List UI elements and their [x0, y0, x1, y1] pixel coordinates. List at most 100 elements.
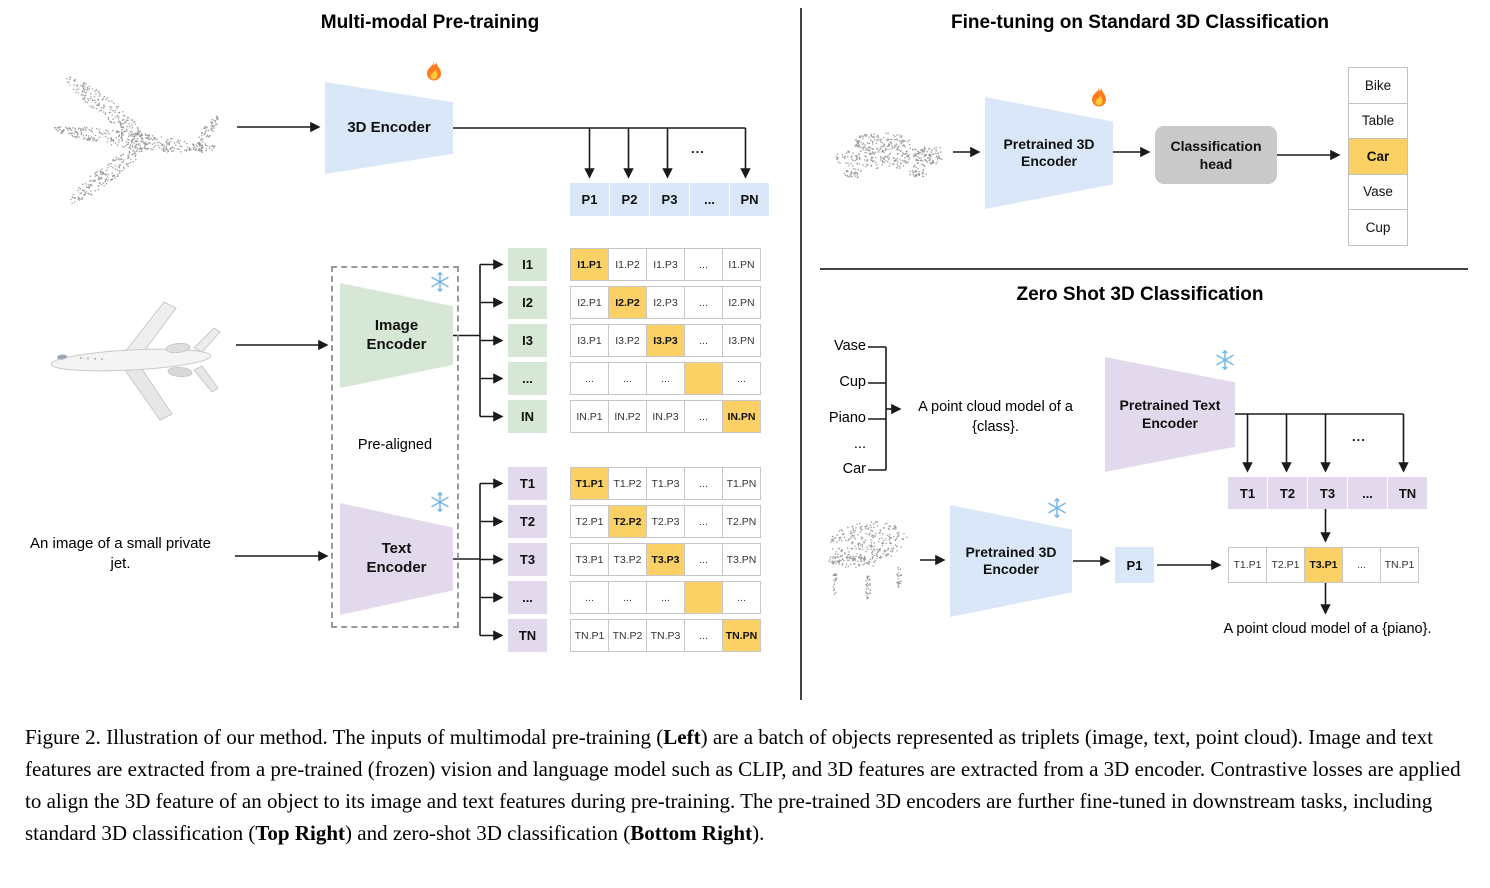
matrix-cell: ...	[684, 505, 723, 538]
matrix-row: I1.P1 I1.P2 I1.P3 ... I1.PN	[570, 248, 761, 281]
matrix-cell: I2.PN	[722, 286, 761, 319]
text-input: An image of a small private jet.	[30, 535, 211, 573]
i-feature-cell: I1	[508, 248, 547, 281]
p-feature-cell: P2	[610, 183, 649, 216]
matrix-cell: T1.PN	[722, 467, 761, 500]
car-point-cloud	[835, 132, 943, 179]
matrix-cell: IN.P2	[608, 400, 647, 433]
matrix-cell: I2.P3	[646, 286, 685, 319]
t-feature-cell: T3	[508, 543, 547, 576]
matrix-cell: I3.P1	[570, 324, 609, 357]
vertical-divider	[800, 8, 802, 700]
matrix-cell: ...	[684, 286, 723, 319]
matrix-cell: ...	[722, 362, 761, 395]
i-feature-column: I1 I2 I3 ... IN	[508, 248, 547, 433]
jet-image	[50, 301, 221, 421]
matrix-row: ... ... ... ...	[570, 581, 761, 614]
matrix-cell: I2.P1	[570, 286, 609, 319]
p-feature-row: P1 P2 P3 ... PN	[570, 183, 769, 216]
matrix-cell: TN.P3	[646, 619, 685, 652]
t-feature-cell: T1	[508, 467, 547, 500]
matrix-cell: I3.P2	[608, 324, 647, 357]
matrix-cell-highlighted: T3.P1	[1304, 547, 1343, 583]
pretrained-3d-encoder-zeroshot: Pretrained 3D Encoder	[950, 505, 1072, 617]
i-feature-cell: I3	[508, 324, 547, 357]
matrix-row: TN.P1 TN.P2 TN.P3 ... TN.PN	[570, 619, 761, 652]
classification-head: Classification head	[1155, 126, 1277, 184]
t-feature-cell: TN	[508, 619, 547, 652]
matrix-cell: ...	[646, 362, 685, 395]
matrix-cell: T3.PN	[722, 543, 761, 576]
class-word: Cup	[839, 374, 866, 390]
t-feature-cell: T2	[508, 505, 547, 538]
matrix-cell: ...	[684, 400, 723, 433]
matrix-row: T3.P1 T3.P2 T3.P3 ... T3.PN	[570, 543, 761, 576]
pretrained-3d-encoder-finetune: Pretrained 3D Encoder	[985, 97, 1113, 209]
matrix-cell: I1.P3	[646, 248, 685, 281]
zero-shot-result-text: A point cloud model of a {piano}.	[1223, 621, 1432, 637]
matrix-cell: IN.P1	[570, 400, 609, 433]
matrix-cell: ...	[1342, 547, 1381, 583]
matrix-cell: T1.P1	[1228, 547, 1267, 583]
matrix-cell: T2.P1	[1266, 547, 1305, 583]
image-pointcloud-matrix: I1.P1 I1.P2 I1.P3 ... I1.PN I2.P1 I2.P2 …	[570, 248, 761, 433]
class-item: Bike	[1348, 67, 1408, 104]
t-row: T1 T2 T3 ... TN	[1228, 477, 1427, 509]
matrix-cell: TN.P1	[1380, 547, 1419, 583]
image-encoder-label: Image Encoder	[366, 316, 427, 353]
fire-icon	[420, 56, 448, 84]
class-word: Car	[842, 461, 866, 477]
p1-feature-box: P1	[1115, 547, 1154, 583]
p-feature-cell: P3	[650, 183, 689, 216]
caption-text: ).	[752, 820, 765, 845]
p-feature-cell: ...	[690, 183, 729, 216]
p-output-ellipsis: ...	[691, 141, 705, 156]
pretrained-3d-encoder-label: Pretrained 3D Encoder	[1003, 135, 1095, 170]
matrix-cell: TN.P1	[570, 619, 609, 652]
matrix-cell: I1.PN	[722, 248, 761, 281]
caption-text: Figure 2. Illustration of our method. Th…	[25, 725, 664, 749]
t-output-ellipsis: ...	[1352, 429, 1366, 444]
matrix-row: T1.P1 T1.P2 T1.P3 ... T1.PN	[570, 467, 761, 500]
matrix-row: I3.P1 I3.P2 I3.P3 ... I3.PN	[570, 324, 761, 357]
matrix-cell: ...	[684, 467, 723, 500]
caption-text: ) and zero-shot 3D classification (	[345, 820, 631, 845]
matrix-cell: T2.P3	[646, 505, 685, 538]
text-pointcloud-matrix: T1.P1 T1.P2 T1.P3 ... T1.PN T2.P1 T2.P2 …	[570, 467, 761, 652]
matrix-cell: IN.PN	[722, 400, 761, 433]
snowflake-icon	[429, 491, 451, 513]
zero-shot-similarity-row: T1.P1 T2.P1 T3.P1 ... TN.P1	[1228, 547, 1419, 583]
matrix-cell: ...	[608, 581, 647, 614]
matrix-cell: T1.P2	[608, 467, 647, 500]
matrix-cell: TN.P2	[608, 619, 647, 652]
pretrained-text-encoder-label: Pretrained Text Encoder	[1119, 397, 1221, 431]
matrix-cell: T3.P1	[570, 543, 609, 576]
matrix-cell: ...	[570, 581, 609, 614]
t-feature-column: T1 T2 T3 ... TN	[508, 467, 547, 652]
matrix-cell: T3.P2	[608, 543, 647, 576]
matrix-cell: T2.PN	[722, 505, 761, 538]
i-feature-cell: IN	[508, 400, 547, 433]
class-word: Piano	[828, 410, 866, 426]
snowflake-icon	[1046, 497, 1068, 519]
matrix-cell	[684, 362, 723, 395]
pre-aligned-box	[331, 266, 459, 628]
pre-aligned-label: Pre-aligned	[357, 437, 433, 453]
3d-encoder: 3D Encoder	[325, 82, 453, 174]
right-horizontal-divider	[820, 268, 1468, 270]
matrix-cell: T3.P3	[646, 543, 685, 576]
matrix-cell: IN.P3	[646, 400, 685, 433]
snowflake-icon	[429, 271, 451, 293]
caption-bold: Top Right	[255, 820, 346, 845]
t-row-cell: T3	[1308, 477, 1347, 509]
snowflake-icon	[1214, 349, 1236, 371]
matrix-cell: ...	[684, 543, 723, 576]
matrix-cell: ...	[646, 581, 685, 614]
left-panel-title: Multi-modal Pre-training	[320, 12, 540, 33]
p-feature-cell: P1	[570, 183, 609, 216]
class-item: Cup	[1348, 209, 1408, 246]
t-row-cell: ...	[1348, 477, 1387, 509]
matrix-row: IN.P1 IN.P2 IN.P3 ... IN.PN	[570, 400, 761, 433]
class-item: Vase	[1348, 173, 1408, 210]
